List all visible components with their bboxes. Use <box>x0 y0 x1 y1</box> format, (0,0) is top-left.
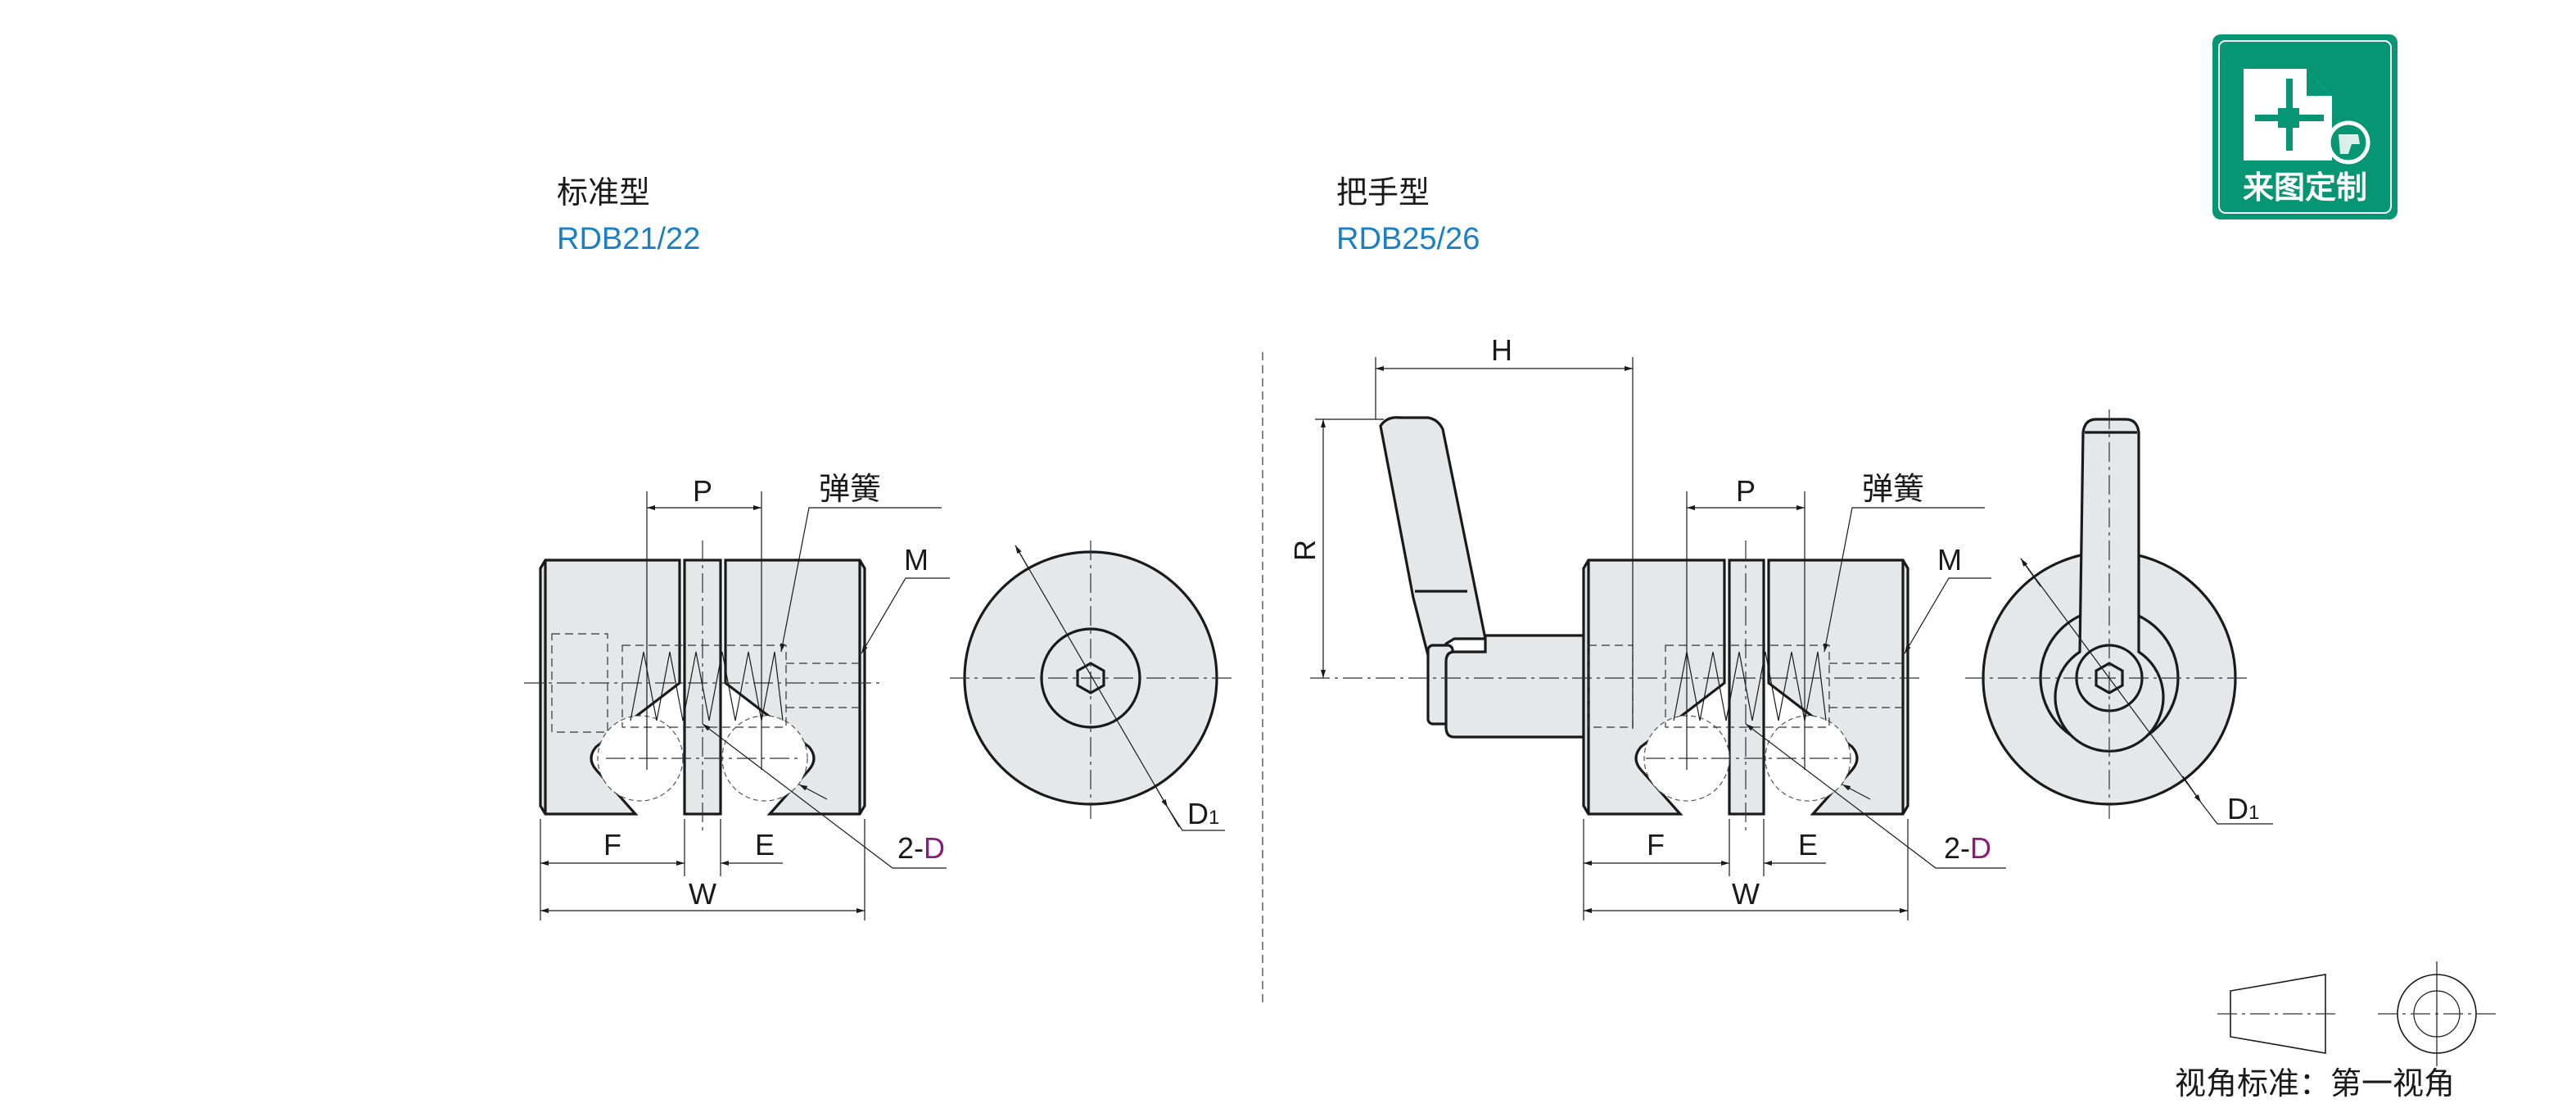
dim-P: P <box>693 474 712 508</box>
standard-model: RDB21/22 <box>557 222 700 256</box>
projection-label: 视角标准：第一视角 <box>2175 1065 2455 1101</box>
drawing-document-icon <box>2244 69 2370 165</box>
dim-F: F <box>1647 828 1665 862</box>
dim-W: W <box>1732 877 1760 911</box>
handle-side-view: H R P 弹簧 M F E W 2-D <box>1288 333 2006 920</box>
dim-M: M <box>904 543 929 577</box>
standard-side-view: P 弹簧 M F E W 2-D <box>524 471 950 920</box>
handle-type-heading: 把手型 RDB25/26 <box>1336 174 1480 256</box>
badge-label: 来图定制 <box>2243 170 2367 206</box>
first-angle-projection-symbol: 视角标准：第一视角 <box>2175 961 2496 1101</box>
dim-R: R <box>1288 540 1322 561</box>
dim-E: E <box>1798 828 1818 862</box>
dim-E: E <box>755 828 775 862</box>
dim-W: W <box>689 877 716 911</box>
dim-F: F <box>603 828 621 862</box>
handle-model: RDB25/26 <box>1336 222 1480 256</box>
dim-P: P <box>1736 474 1756 508</box>
standard-title: 标准型 <box>557 174 650 210</box>
projection-cone-side <box>2230 974 2326 1054</box>
handle-end-view: D1 <box>1965 409 2273 825</box>
handle-title: 把手型 <box>1336 174 1430 210</box>
custom-drawing-badge[interactable]: 来图定制 <box>2212 34 2397 219</box>
dim-2-D: 2-D <box>897 831 945 865</box>
dim-M: M <box>1937 543 1962 577</box>
spring-label: 弹簧 <box>819 471 881 507</box>
dim-2-D: 2-D <box>1944 831 1991 865</box>
spring-label: 弹簧 <box>1862 471 1924 507</box>
dim-H: H <box>1491 333 1512 367</box>
dim-D1: D1 <box>1187 797 1219 830</box>
dim-D1: D1 <box>2227 792 2259 825</box>
standard-type-heading: 标准型 RDB21/22 <box>557 174 700 256</box>
lever-handle <box>1379 416 1585 739</box>
standard-end-view: D1 <box>950 540 1232 831</box>
